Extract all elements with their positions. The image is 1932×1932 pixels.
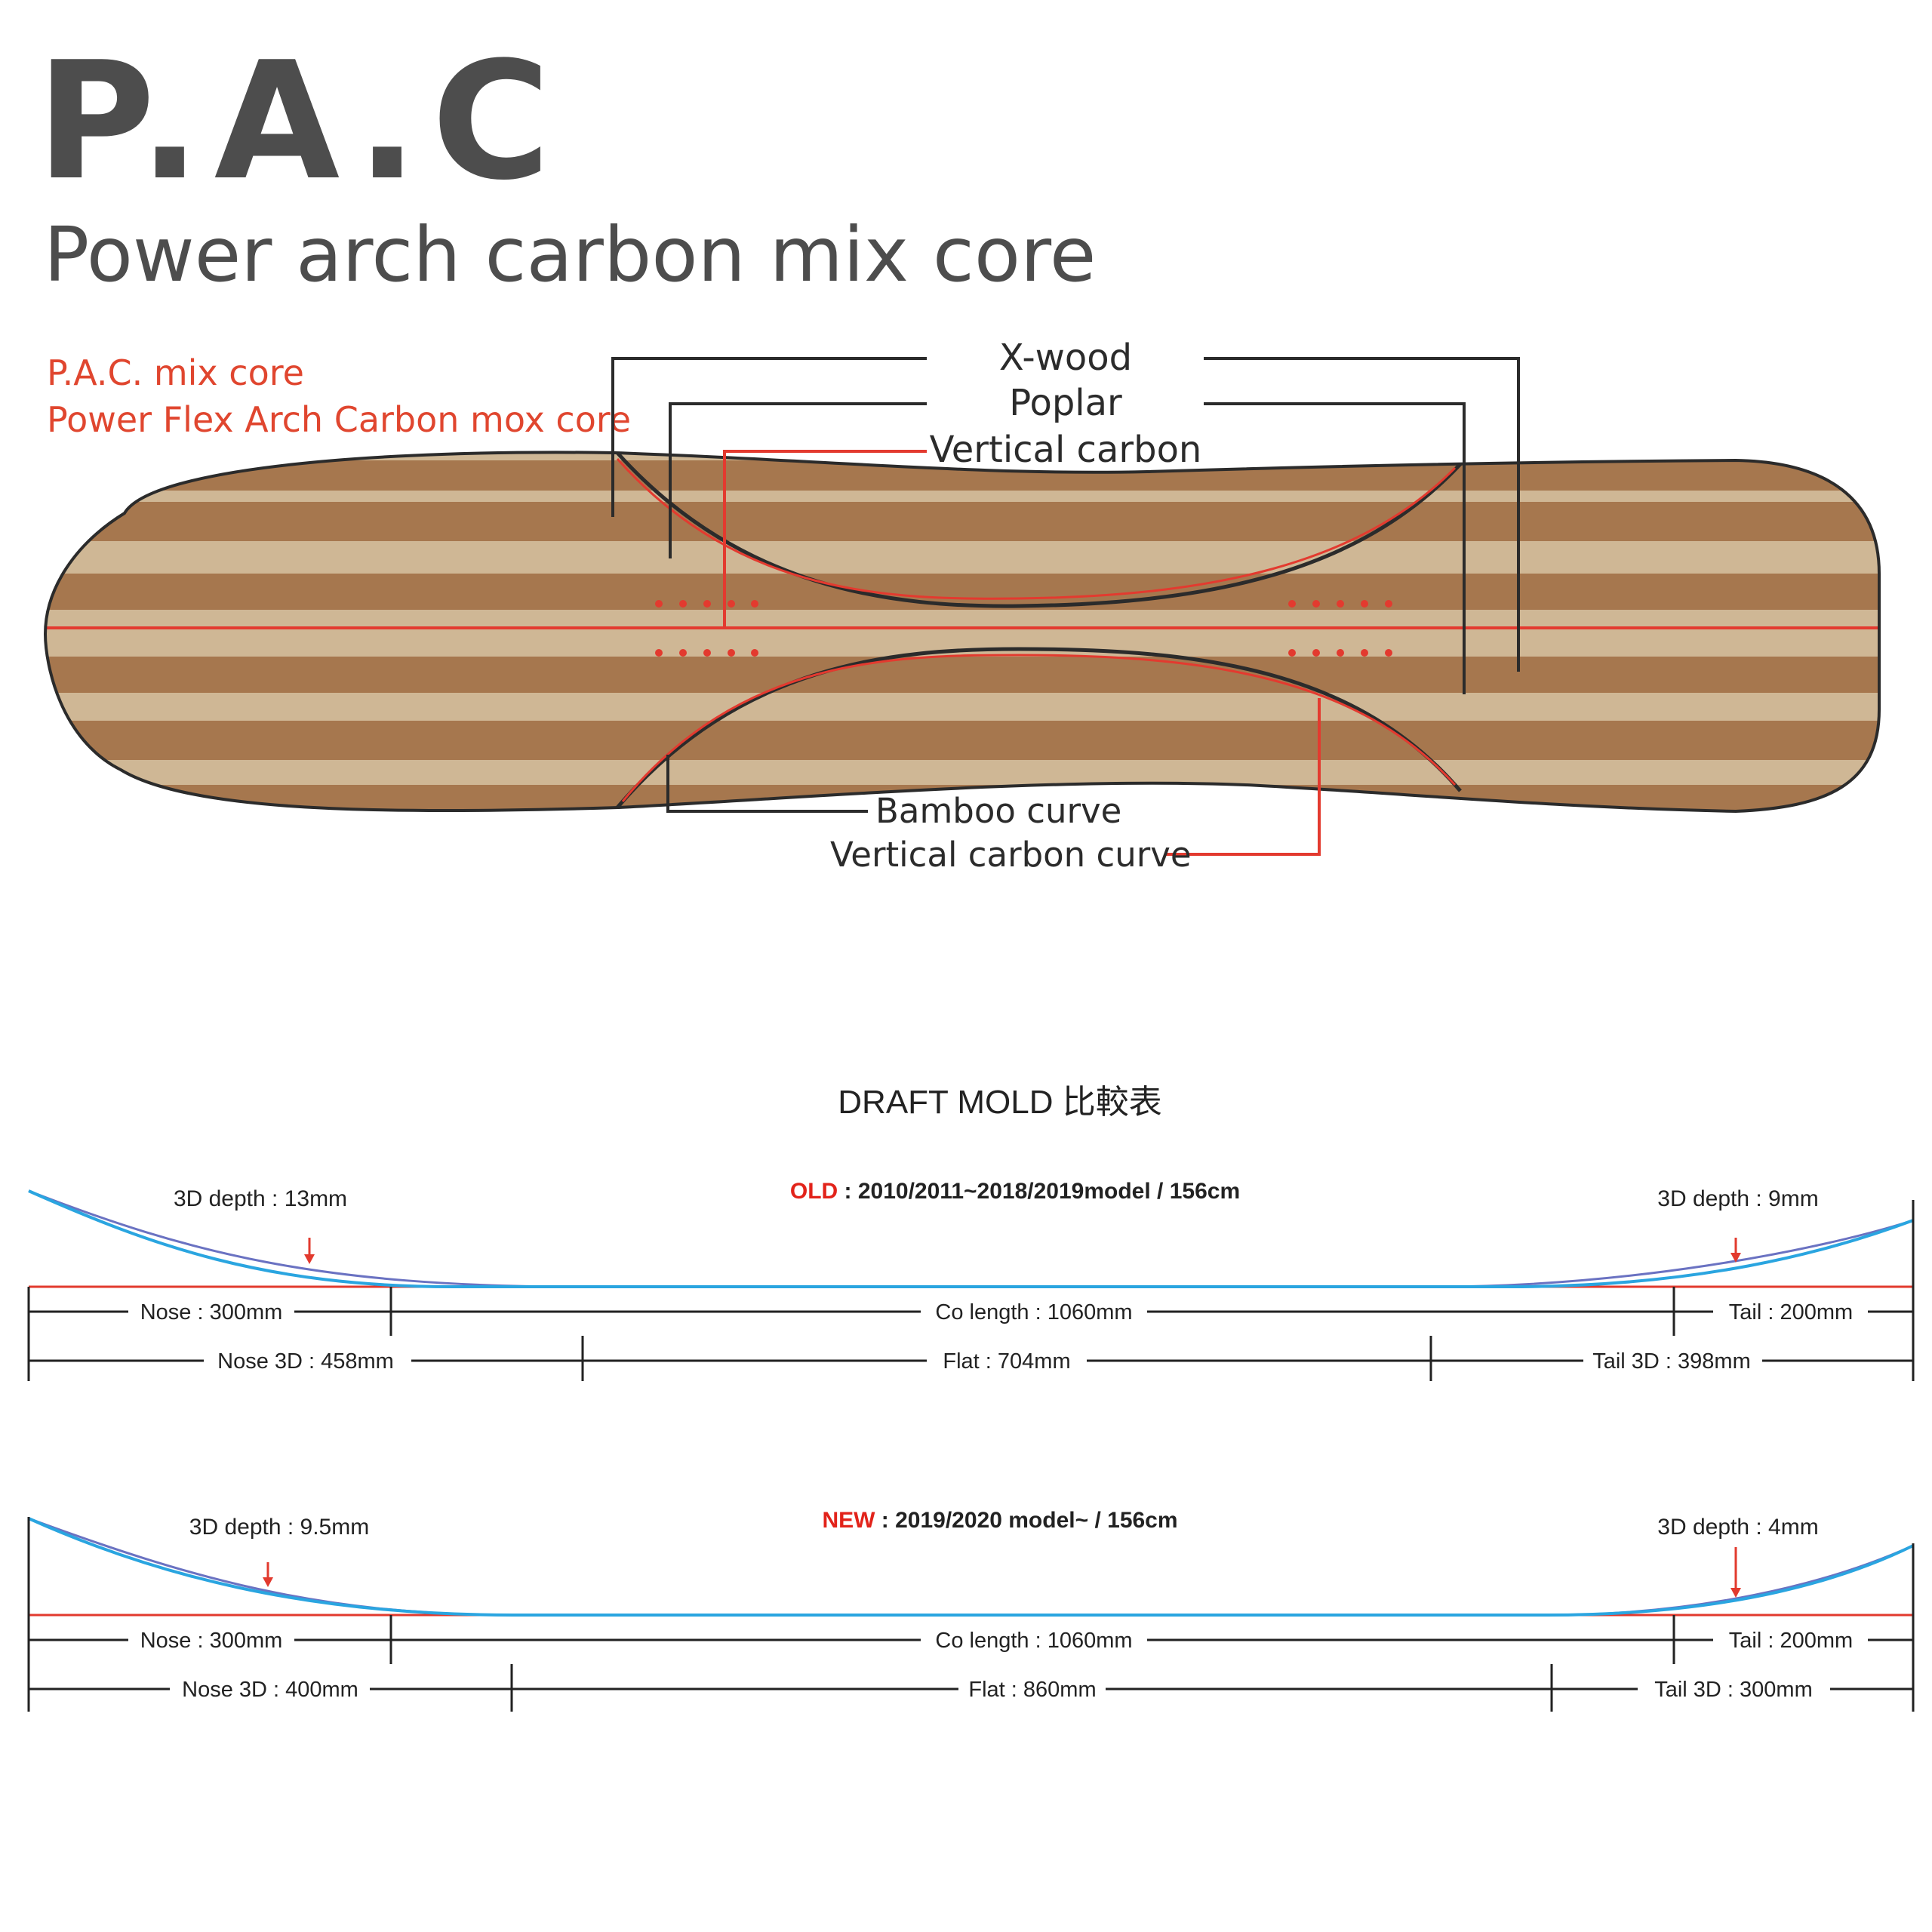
- label-bamboo-curve: Bamboo curve: [875, 791, 1121, 831]
- label-xwood: X-wood: [999, 337, 1132, 379]
- old-profile: OLD : 2010/2011~2018/2019model / 156cm 3…: [27, 1179, 1915, 1381]
- lower-carbon-arch: [621, 654, 1457, 802]
- old-co-length: Co length : 1060mm: [935, 1300, 1132, 1324]
- new-tail: Tail : 200mm: [1729, 1629, 1853, 1653]
- old-inner-profile: [28, 1189, 1914, 1288]
- new-profile: NEW : 2019/2020 model~ / 156cm 3D depth …: [27, 1508, 1915, 1712]
- new-model-heading: NEW : 2019/2020 model~ / 156cm: [822, 1508, 1177, 1533]
- lower-bamboo-arch: [616, 647, 1462, 809]
- board-outline: [43, 451, 1881, 814]
- label-vertical-carbon: Vertical carbon: [930, 429, 1202, 471]
- new-co-length: Co length : 1060mm: [935, 1629, 1132, 1653]
- page-subtitle: Power arch carbon mix core: [44, 211, 1096, 299]
- core-caption-line1: P.A.C. mix core: [47, 352, 304, 393]
- leader-lines: [611, 357, 1520, 856]
- upper-carbon-arch: [616, 458, 1457, 600]
- new-nose: Nose : 300mm: [140, 1629, 283, 1653]
- upper-bamboo-arch: [616, 451, 1462, 608]
- old-tail-depth: 3D depth : 9mm: [1657, 1186, 1818, 1211]
- old-tail3d: Tail 3D : 398mm: [1592, 1349, 1751, 1374]
- label-poplar: Poplar: [1009, 382, 1122, 424]
- old-tag: OLD: [790, 1179, 838, 1204]
- old-tail: Tail : 200mm: [1729, 1300, 1853, 1324]
- new-model-text: : 2019/2020 model~ / 156cm: [875, 1508, 1177, 1533]
- old-nose: Nose : 300mm: [140, 1300, 283, 1324]
- new-nose-depth: 3D depth : 9.5mm: [189, 1515, 369, 1540]
- pac-logo: P.A.C: [36, 26, 565, 216]
- new-tag: NEW: [822, 1508, 875, 1533]
- new-flat: Flat : 860mm: [968, 1678, 1096, 1702]
- old-model-text: : 2010/2011~2018/2019model / 156cm: [838, 1179, 1240, 1204]
- old-flat: Flat : 704mm: [943, 1349, 1070, 1374]
- wood-stripes: [45, 452, 1879, 811]
- new-tail3d: Tail 3D : 300mm: [1654, 1678, 1813, 1702]
- new-tail-depth: 3D depth : 4mm: [1657, 1515, 1818, 1540]
- binding-inserts: [655, 600, 1392, 657]
- label-vertical-carbon-curve: Vertical carbon curve: [830, 835, 1192, 875]
- new-nose3d: Nose 3D : 400mm: [182, 1678, 358, 1702]
- old-nose3d: Nose 3D : 458mm: [217, 1349, 394, 1374]
- new-inner-profile: [28, 1517, 1914, 1617]
- snowboard-core-diagram: X-wood Poplar Vertical carbon Bamboo cur…: [43, 337, 1881, 875]
- old-nose-depth: 3D depth : 13mm: [174, 1186, 347, 1211]
- core-caption-line2: Power Flex Arch Carbon mox core: [47, 399, 631, 440]
- old-model-heading: OLD : 2010/2011~2018/2019model / 156cm: [790, 1179, 1240, 1204]
- draft-mold-title: DRAFT MOLD 比較表: [838, 1084, 1161, 1121]
